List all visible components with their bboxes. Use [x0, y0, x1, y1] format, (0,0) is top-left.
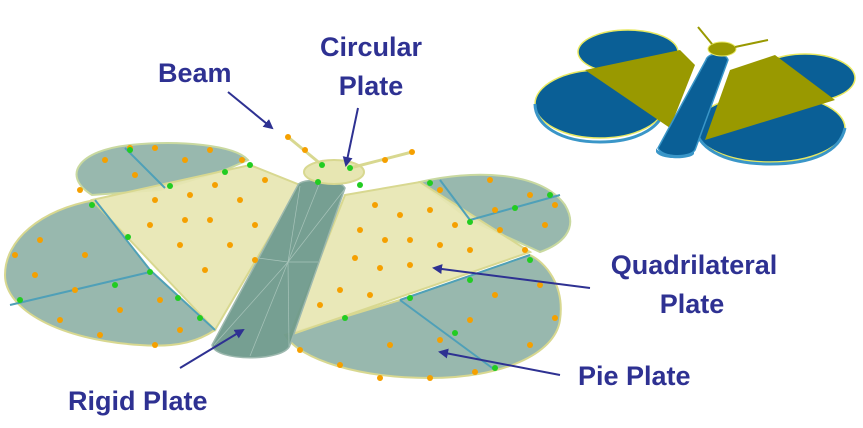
labels: Beam Circular Plate Quadrilateral Plate … — [68, 32, 777, 416]
leader-lines — [179, 91, 591, 376]
rigid-leader — [179, 328, 245, 369]
rigid-plate-label: Rigid Plate — [68, 386, 208, 416]
plate-seams — [9, 147, 561, 371]
inset-body-bottom — [656, 148, 694, 159]
inset-head — [707, 41, 737, 57]
circular-plate-label-line2: Plate — [339, 71, 404, 101]
inset-body — [657, 53, 729, 157]
pie-leader — [438, 348, 561, 376]
inset-wing-left-edge — [533, 103, 667, 144]
pie-plate-left — [3, 198, 217, 347]
quad-plate-label-line2: Plate — [660, 289, 725, 319]
circular-plate-label-line1: Circular — [320, 32, 423, 62]
quad-leader — [432, 264, 591, 289]
inset-quad-left — [585, 50, 695, 128]
circular-plate — [303, 159, 365, 185]
quad-plate-label-line1: Quadrilateral — [611, 250, 778, 280]
inset-wing-right-edge — [693, 127, 847, 166]
main-model — [3, 134, 572, 381]
beam-leader — [227, 91, 274, 130]
beam-label: Beam — [158, 58, 232, 88]
inset-model — [533, 26, 856, 166]
pie-plate-upper-left — [75, 142, 250, 197]
rigid-plate-spokes — [213, 181, 345, 357]
inset-quad-right — [705, 55, 835, 140]
pie-plate-label: Pie Plate — [578, 361, 691, 391]
node-points — [12, 134, 558, 381]
circular-leader — [342, 107, 359, 167]
